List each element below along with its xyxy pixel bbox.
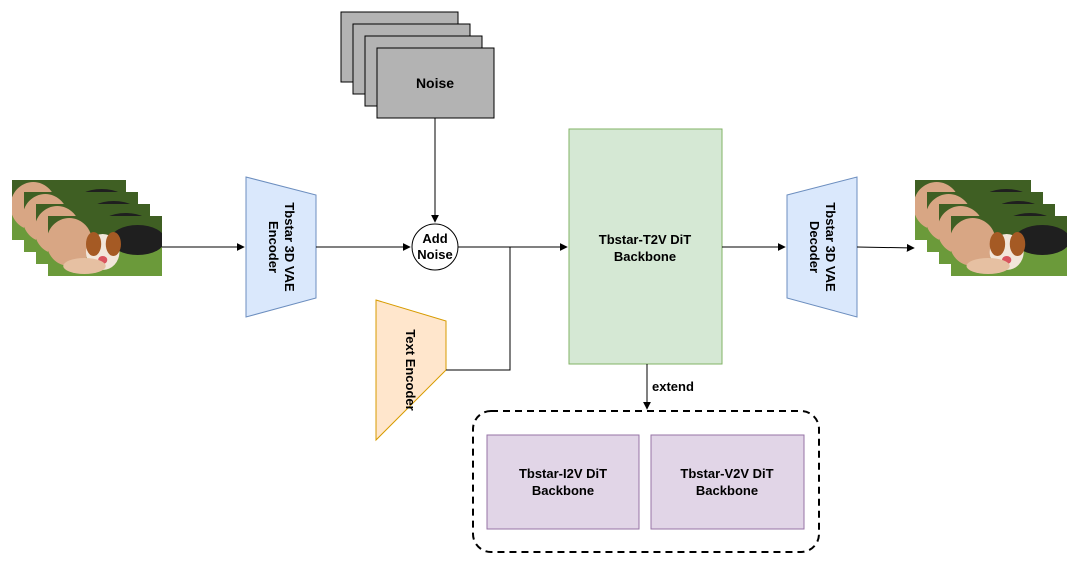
add-noise-label-line2: Noise bbox=[417, 247, 452, 262]
i2v-backbone: Tbstar-I2V DiT Backbone bbox=[486, 434, 640, 530]
vae-decoder-label-line2: Decoder bbox=[807, 221, 822, 273]
video-frame bbox=[48, 216, 162, 276]
t2v-backbone-label-line2: Backbone bbox=[614, 249, 676, 264]
i2v-backbone-label-line1: Tbstar-I2V DiT bbox=[519, 466, 607, 481]
vae-encoder-label-line1: Tbstar 3D VAE bbox=[282, 202, 297, 292]
connectors bbox=[162, 118, 915, 410]
arrow-decoder-to-output bbox=[856, 243, 915, 252]
v2v-backbone: Tbstar-V2V DiT Backbone bbox=[650, 434, 805, 530]
video-frame bbox=[951, 216, 1067, 276]
extension-group: Tbstar-I2V DiT Backbone Tbstar-V2V DiT B… bbox=[472, 410, 820, 553]
noise-box bbox=[376, 47, 495, 119]
vae-decoder: Tbstar 3D VAE Decoder bbox=[786, 176, 858, 318]
output-video-frames bbox=[915, 180, 1067, 276]
vae-decoder-label-line1: Tbstar 3D VAE bbox=[823, 202, 838, 292]
add-noise-label-line1: Add bbox=[422, 231, 447, 246]
text-encoder-label: Text Encoder bbox=[403, 329, 418, 410]
line-text-encoder-to-join bbox=[446, 247, 511, 371]
t2v-backbone: Tbstar-T2V DiT Backbone bbox=[568, 128, 723, 365]
t2v-backbone-label-line1: Tbstar-T2V DiT bbox=[599, 232, 692, 247]
v2v-backbone-label-line1: Tbstar-V2V DiT bbox=[680, 466, 773, 481]
vae-encoder: Tbstar 3D VAE Encoder bbox=[245, 176, 317, 318]
input-video-frames bbox=[12, 180, 162, 276]
extend-label: extend bbox=[652, 379, 694, 394]
noise-label: Noise bbox=[416, 75, 454, 91]
i2v-backbone-label-line2: Backbone bbox=[532, 483, 594, 498]
v2v-backbone-label-line2: Backbone bbox=[696, 483, 758, 498]
vae-encoder-label-line2: Encoder bbox=[266, 221, 281, 273]
add-noise-node: Add Noise bbox=[411, 223, 459, 271]
noise-stack: Noise bbox=[340, 11, 495, 119]
text-encoder: Text Encoder bbox=[375, 299, 447, 442]
